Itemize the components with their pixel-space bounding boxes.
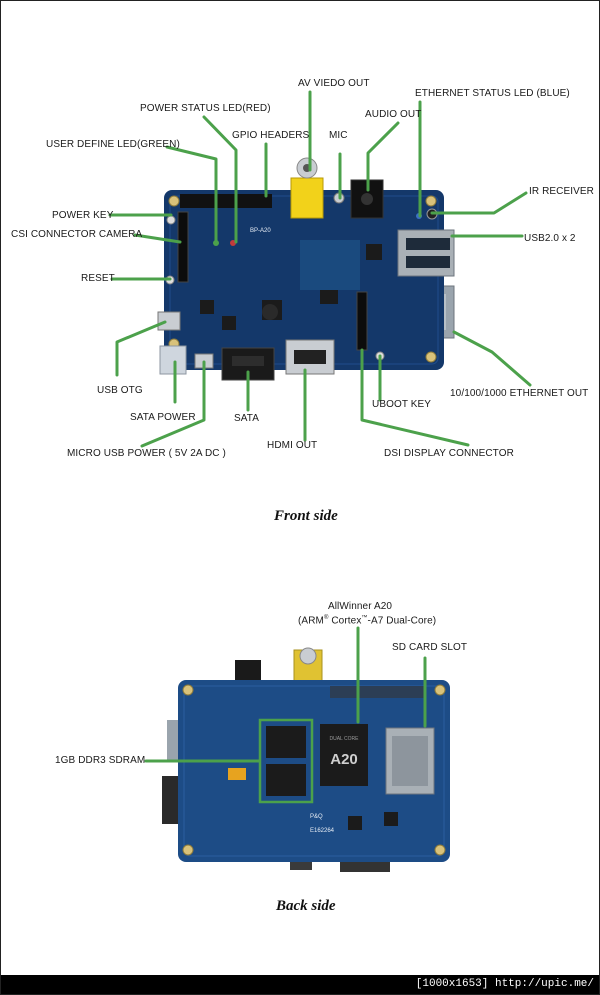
soc-front-area — [300, 240, 360, 290]
label-user-define-led: USER DEFINE LED(GREEN) — [46, 139, 180, 150]
label-soc-line2-b: Cortex — [328, 615, 362, 627]
front-leader-lines — [108, 90, 532, 448]
label-soc-line2: (ARM® Cortex™-A7 Dual-Core) — [298, 612, 436, 627]
soc-chip-label: A20 — [330, 751, 358, 768]
sdram-chip — [266, 726, 306, 758]
label-sata-power: SATA POWER — [130, 412, 196, 423]
leader-dsi — [360, 348, 470, 447]
label-sata: SATA — [234, 413, 260, 424]
label-ethernet-status-led: ETHERNET STATUS LED (BLUE) — [415, 88, 570, 99]
back-board-pcb — [178, 680, 450, 862]
label-soc-line2-reg: ® — [323, 615, 329, 621]
leader-eth-out — [452, 330, 532, 387]
board-print-back-2: E162264 — [310, 828, 335, 834]
label-sd-card-slot: SD CARD SLOT — [392, 642, 468, 653]
soc-chip — [320, 724, 368, 786]
label-ethernet-out: 10/100/1000 ETHERNET OUT — [450, 388, 589, 399]
label-uboot-key: UBOOT KEY — [372, 399, 432, 410]
label-gpio-headers: GPIO HEADERS — [232, 130, 310, 141]
soc-chip-sublabel: DUAL CORE — [330, 736, 360, 742]
label-reset: RESET — [81, 273, 115, 284]
footer-bar: [1000x1653] http://upic.me/ — [0, 975, 600, 995]
av-jack — [290, 177, 324, 219]
label-usb-otg: USB OTG — [97, 385, 143, 396]
mount-hole — [425, 351, 437, 363]
leader-usb-otg — [115, 320, 167, 377]
leader-csi — [133, 233, 182, 244]
front-board-illustration: BP-A20 — [108, 90, 532, 448]
label-power-key: POWER KEY — [52, 210, 114, 221]
back-side-caption: Back side — [276, 898, 336, 914]
mount-hole — [434, 844, 446, 856]
label-hdmi-out: HDMI OUT — [267, 440, 318, 451]
label-power-status-led: POWER STATUS LED(RED) — [140, 103, 271, 114]
board-print-back-1: P&Q — [310, 814, 323, 820]
label-dsi-display: DSI DISPLAY CONNECTOR — [384, 448, 514, 459]
back-leader-lines — [144, 626, 427, 763]
gpio-header — [180, 194, 272, 208]
leader-micro-usb — [140, 360, 206, 448]
footer-text: [1000x1653] http://upic.me/ — [415, 978, 594, 990]
mount-hole — [182, 844, 194, 856]
mount-hole — [434, 684, 446, 696]
usb-stack — [397, 229, 455, 277]
label-soc-line1: AllWinner A20 — [327, 601, 393, 612]
leader-audio — [366, 121, 400, 192]
label-soc-line2-c: -A7 Dual-Core) — [367, 615, 437, 627]
sata-power-port — [159, 345, 187, 375]
label-audio-out: AUDIO OUT — [365, 109, 422, 120]
mount-hole — [168, 195, 180, 207]
label-micro-usb-power: MICRO USB POWER ( 5V 2A DC ) — [67, 448, 226, 459]
label-mic: MIC — [329, 130, 348, 141]
label-sdram: 1GB DDR3 SDRAM — [55, 755, 146, 766]
leader-ir — [430, 191, 528, 215]
label-av-video-out: AV VIEDO OUT — [298, 78, 370, 89]
label-soc-line2-a: (ARM — [298, 615, 324, 627]
back-board-illustration: A20 DUAL CORE P&Q E162264 — [144, 626, 450, 872]
label-usb2: USB2.0 x 2 — [524, 233, 576, 244]
leader-user-led — [165, 145, 218, 245]
label-soc-line2-tm: ™ — [361, 615, 368, 621]
board-print-front: BP-A20 — [250, 228, 271, 234]
usb-otg-port — [157, 311, 181, 331]
sdram-chip — [266, 764, 306, 796]
mount-hole — [425, 195, 437, 207]
mount-hole — [182, 684, 194, 696]
label-ir-receiver: IR RECEIVER — [529, 186, 595, 197]
leader-power-led — [202, 115, 238, 244]
label-csi-connector: CSI CONNECTOR CAMERA — [11, 229, 143, 240]
csi-connector — [177, 211, 189, 283]
front-side-caption: Front side — [274, 508, 338, 524]
